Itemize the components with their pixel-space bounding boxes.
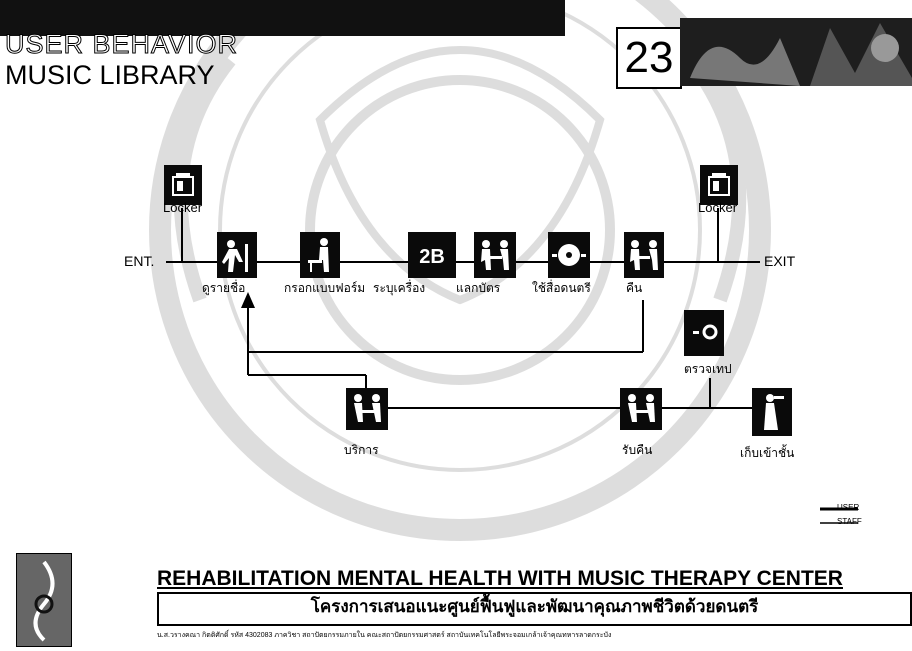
browse-catalog-icon: [217, 232, 257, 278]
shelve-icon: [752, 388, 792, 436]
step-label-1: ดูรายชื่อ: [202, 281, 246, 295]
thai-title-box: [157, 592, 912, 626]
legend-staff: STAFF: [837, 517, 862, 526]
step-label-2: กรอกแบบฟอร์ม: [284, 281, 366, 295]
tape-check-icon: [684, 310, 724, 356]
service-desk-icon: [346, 388, 388, 430]
staff-label-service: บริการ: [344, 443, 379, 457]
staff-label-check: ตรวจเทป: [684, 362, 732, 376]
page-number: 23: [616, 27, 682, 89]
page-subtitle: MUSIC LIBRARY: [5, 60, 215, 90]
entry-label: ENT.: [124, 253, 155, 269]
locker-right-icon: [700, 165, 738, 205]
exit-label: EXIT: [764, 253, 796, 269]
staff-label-store: เก็บเข้าชั้น: [740, 446, 795, 460]
return-icon: [624, 232, 664, 278]
receive-return-icon: [620, 388, 662, 430]
project-title: REHABILITATION MENTAL HEALTH WITH MUSIC …: [157, 567, 843, 590]
locker-left-label: Locker: [163, 200, 203, 215]
institute-logo: [16, 553, 72, 647]
step-label-4: แลกบัตร: [456, 281, 501, 295]
legend-user: USER: [837, 503, 860, 512]
header-photo: [680, 18, 912, 86]
page-title: USER BEHAVIOR: [4, 29, 239, 59]
step-2b-icon: 2B: [408, 232, 456, 278]
thai-project-title: โครงการเสนอแนะศูนย์ฟื้นฟูและพัฒนาคุณภาพช…: [310, 597, 759, 617]
step-2b-text: 2B: [419, 246, 445, 268]
exchange-card-icon: [474, 232, 516, 278]
music-media-icon: [548, 232, 590, 278]
fill-form-icon: [300, 232, 340, 278]
staff-label-receive: รับคืน: [622, 443, 653, 457]
step-label-6: คืน: [626, 281, 643, 295]
author-credit: น.ส.วรางคณา กิตติศักดิ์ รหัส 4302083 ภาค…: [157, 632, 612, 639]
locker-left-icon: [164, 165, 202, 205]
step-label-5: ใช้สื่อดนตรี: [532, 281, 591, 295]
step-label-3: ระบุเครื่อง: [373, 281, 426, 295]
locker-right-label: Locker: [698, 200, 738, 215]
header-band: [0, 0, 565, 36]
